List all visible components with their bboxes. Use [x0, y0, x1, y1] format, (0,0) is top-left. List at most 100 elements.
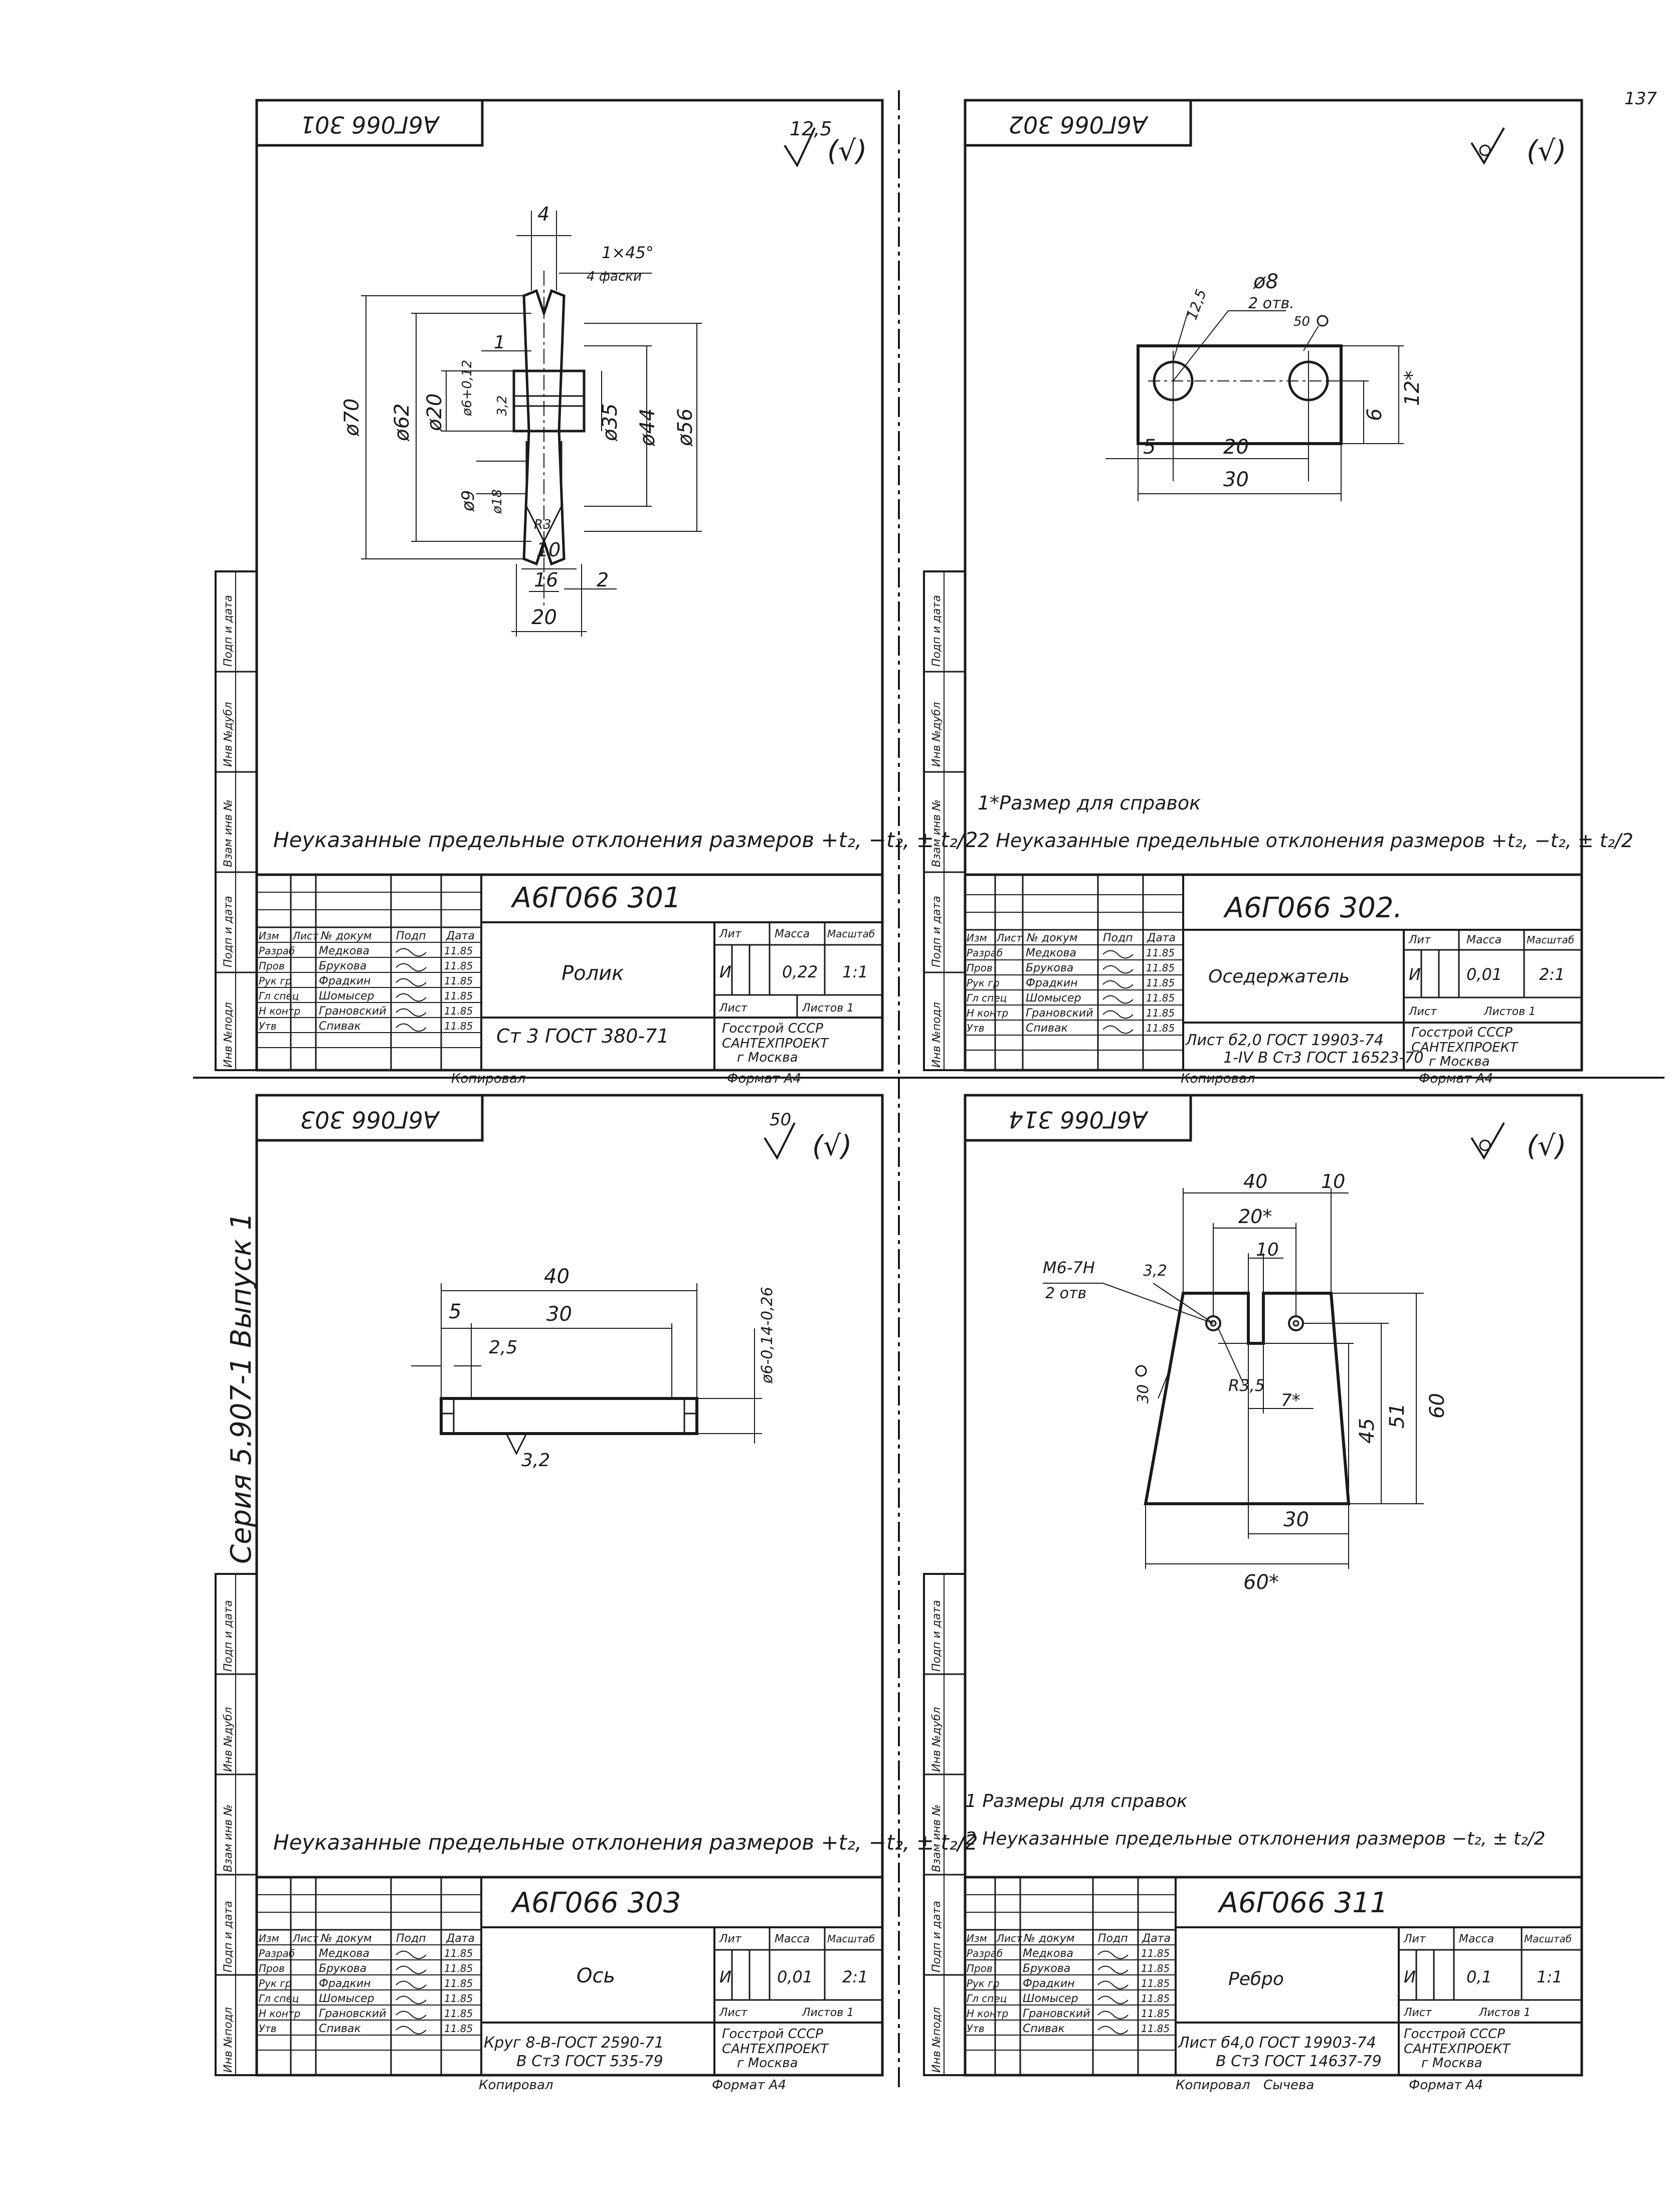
tb-h-izm: Изм: [259, 1932, 279, 1944]
tb-role-2: Пров: [259, 1962, 285, 1974]
tb-h-date: Дата: [1147, 932, 1176, 944]
tb-date-4: 11.85: [444, 990, 473, 1002]
tb-h-lit: Лит: [719, 928, 742, 940]
tb-role-2: Пров: [967, 1962, 993, 1974]
dim-r3: R3: [534, 517, 551, 532]
dim-5: 5: [1143, 436, 1156, 459]
tb-name: Ролик: [562, 962, 624, 985]
tb-role-1: Разраб: [259, 945, 295, 957]
dim-2: 2: [597, 569, 609, 591]
side-stamp-302: Инв №подл Подп и дата Взам инв № Инв №ду…: [923, 570, 966, 1071]
tb-name-6: Спивак: [319, 1020, 361, 1033]
tb-date-5: 11.85: [1146, 1007, 1175, 1019]
tb-date-6: 11.85: [444, 1020, 473, 1032]
format-label: Формат А4: [1409, 2078, 1483, 2093]
tb-h-date: Дата: [446, 1932, 475, 1945]
tb-role-3: Рук гр: [259, 975, 292, 987]
dim-r30: 30: [1135, 1384, 1152, 1403]
dim-10: 10: [536, 539, 561, 561]
tb-lit: И: [719, 1967, 731, 1986]
tb-scale: 1:1: [1537, 1967, 1563, 1986]
side-label: Инв №дубл: [930, 702, 943, 767]
title-block-302: А6Г066 302. Изм Лист № докум Подп Дата Р…: [964, 873, 1583, 1072]
tb-role-6: Утв: [967, 2023, 985, 2035]
tb-name-4: Шомысер: [1026, 992, 1081, 1004]
sheet-code-rotated: А6Г066 314: [1009, 1106, 1149, 1133]
tb-name-4: Шомысер: [319, 990, 375, 1002]
roughness-value: 50: [770, 1110, 791, 1130]
dim-r32: 3,2: [495, 395, 510, 416]
tb-org-2: САНТЕХПРОЕКТ: [1411, 1040, 1519, 1055]
tb-h-izm: Изм: [967, 932, 987, 944]
signature-icon: [396, 1950, 427, 2035]
tb-org-3: г Москва: [1429, 1054, 1490, 1069]
tb-h-izm: Изм: [967, 1932, 987, 1944]
tb-h-sheet: Лист: [719, 1002, 748, 1015]
dim-d70: ø70: [340, 398, 363, 437]
tb-role-5: Н контр: [259, 2007, 300, 2020]
tb-name: Оседержатель: [1208, 966, 1350, 987]
tb-role-4: Гл спец: [967, 1992, 1007, 2004]
side-label: Инв №подл: [222, 1002, 235, 1068]
tb-name-2: Брукова: [319, 960, 366, 972]
tb-org-2: САНТЕХПРОЕКТ: [722, 1036, 829, 1051]
tb-h-lit: Лит: [719, 1933, 742, 1945]
side-label: Инв №подл: [930, 2007, 943, 2073]
tb-name-4: Шомысер: [319, 1992, 375, 2005]
tb-name-3: Фрадкин: [1023, 1977, 1075, 1990]
dim-30: 30: [1283, 1508, 1309, 1531]
side-label: Инв №дубл: [930, 1707, 943, 1772]
dim-holes: 2 отв: [1045, 1285, 1086, 1302]
dim-40: 40: [544, 1265, 570, 1288]
tb-role-2: Пров: [967, 962, 993, 974]
tb-h-scale: Масштаб: [827, 928, 875, 940]
dim-20: 20*: [1238, 1205, 1272, 1228]
side-label: Подп и дата: [930, 896, 943, 967]
tb-date-5: 11.85: [444, 1005, 473, 1017]
tb-org-2: САНТЕХПРОЕКТ: [722, 2042, 829, 2057]
dim-d18: ø18: [490, 489, 505, 514]
tb-material-2: В Ст3 ГОСТ 14637-79: [1216, 2053, 1382, 2070]
tb-h-sign: Подп: [396, 1932, 426, 1945]
tb-mass: 0,1: [1466, 1967, 1492, 1986]
dim-r125: 12,5: [1184, 287, 1210, 322]
sheet-code-rotated: А6Г066 303: [300, 1106, 441, 1133]
title-block-311: А6Г066 311 Изм Лист № докум Подп Дата Ра…: [964, 1876, 1583, 2077]
roughness-icon: [784, 127, 816, 168]
dim-d20: ø20: [423, 393, 446, 432]
tb-date-6: 11.85: [444, 2023, 473, 2035]
tb-org-1: Госстрой СССР: [1404, 2027, 1505, 2042]
tb-org-1: Госстрой СССР: [1411, 1025, 1513, 1040]
tb-h-sheets: Листов 1: [1478, 2006, 1531, 2019]
tb-material-1: Круг 8-В-ГОСТ 2590-71: [484, 2034, 664, 2052]
tb-role-5: Н контр: [967, 2007, 1008, 2020]
sheet-code-rotated: А6Г066 301: [300, 111, 441, 138]
axle-drawing: [411, 1283, 762, 1456]
tb-h-izm: Изм: [259, 930, 279, 942]
tb-name-5: Грановский: [319, 2007, 387, 2020]
tb-h-sign: Подп: [1098, 1932, 1128, 1945]
tb-name-2: Брукова: [1026, 962, 1073, 974]
dim-d44: ø44: [636, 409, 659, 447]
tb-code: А6Г066 301: [511, 882, 681, 914]
dim-r50: 50: [1293, 314, 1310, 329]
dim-d9: ø9: [458, 490, 478, 512]
dim-n1: 1: [494, 332, 505, 353]
tb-material-2: В Ст3 ГОСТ 535-79: [516, 2053, 663, 2070]
copied-label: Копировал: [451, 1071, 526, 1086]
sheet-301: А6Г066 301 12,5 (√): [255, 99, 978, 1086]
tb-h-lit: Лит: [1408, 934, 1431, 946]
tb-org-2: САНТЕХПРОЕКТ: [1404, 2042, 1511, 2057]
tb-role-6: Утв: [259, 1020, 277, 1032]
series-label: Серия 5.907-1 Выпуск 1: [225, 1213, 258, 1564]
dim-m6: М6-7Н: [1043, 1258, 1095, 1277]
roughness-icon: [764, 1122, 796, 1160]
tb-h-lit: Лит: [1403, 1933, 1426, 1945]
page-number: 137: [1624, 89, 1657, 109]
tb-date-1: 11.85: [1141, 1947, 1170, 1959]
tb-role-2: Пров: [259, 960, 285, 972]
tb-name-5: Грановский: [1026, 1007, 1093, 1020]
tb-role-5: Н контр: [967, 1007, 1008, 1019]
tb-h-date: Дата: [1142, 1932, 1171, 1945]
